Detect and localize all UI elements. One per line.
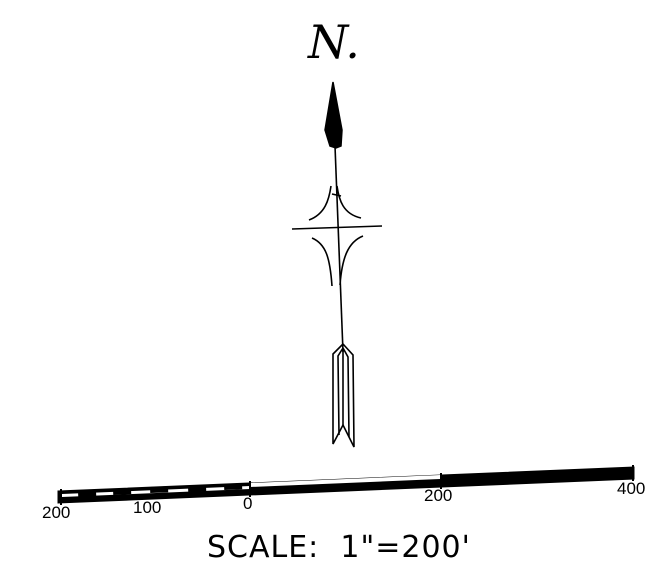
scale-bar-right-track — [250, 475, 440, 487]
north-arrow — [291, 81, 383, 448]
arrowhead-solid — [324, 81, 343, 149]
tick-label-400: 400 — [617, 479, 645, 498]
scale-bar: 200 100 0 200 400 — [42, 465, 645, 522]
scale-bar-left-segments — [78, 483, 243, 497]
tick-label-0: 0 — [243, 494, 252, 513]
arrow-shaft — [334, 145, 344, 353]
scale-caption: SCALE: 1"=200' — [207, 530, 471, 565]
tick-label-200-left: 200 — [42, 503, 70, 522]
tick-label-200-right: 200 — [424, 486, 452, 505]
arrow-tail-feathers — [332, 342, 355, 448]
north-label: N. — [307, 15, 360, 69]
tick-label-100: 100 — [133, 498, 161, 517]
crosshair-ornament — [291, 185, 383, 287]
scale-bar-ticks — [60, 465, 634, 505]
